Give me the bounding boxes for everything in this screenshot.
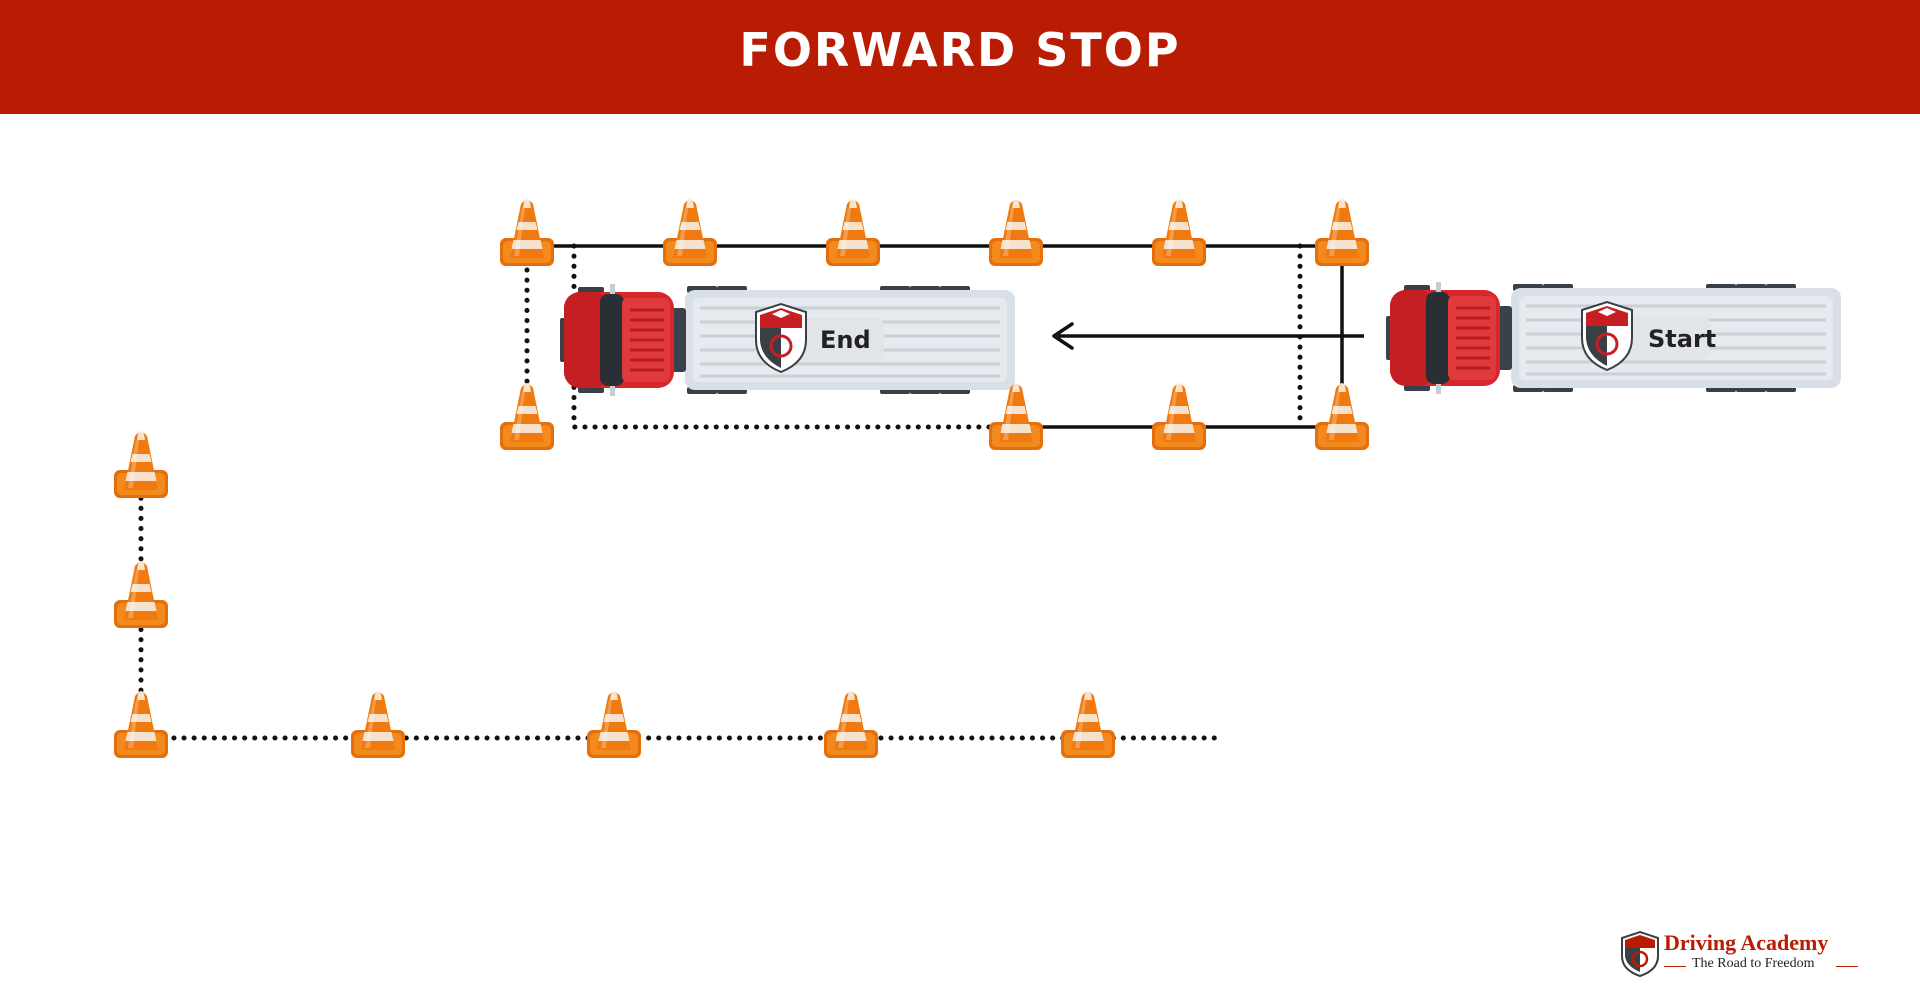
traffic-cone-icon xyxy=(500,383,554,450)
traffic-cone-icon xyxy=(1152,383,1206,450)
driving-academy-logo: Driving Academy The Road to Freedom xyxy=(1620,926,1910,982)
logo-tagline-row: The Road to Freedom xyxy=(1664,956,1904,976)
cones xyxy=(114,199,1369,758)
divider xyxy=(1836,966,1858,967)
traffic-cone-icon xyxy=(663,199,717,266)
page-title: FORWARD STOP xyxy=(739,23,1181,77)
traffic-cone-icon xyxy=(1315,199,1369,266)
traffic-cone-icon xyxy=(500,199,554,266)
traffic-cone-icon xyxy=(1152,199,1206,266)
traffic-cone-icon xyxy=(114,561,168,628)
logo-tagline: The Road to Freedom xyxy=(1692,956,1815,971)
traffic-cone-icon xyxy=(989,383,1043,450)
traffic-cone-icon xyxy=(824,691,878,758)
truck-start-label: Start xyxy=(1648,325,1716,353)
traffic-cone-icon xyxy=(826,199,880,266)
logo-name: Driving Academy xyxy=(1664,930,1829,955)
truck-end: End xyxy=(560,284,1015,396)
traffic-cone-icon xyxy=(587,691,641,758)
traffic-cone-icon xyxy=(351,691,405,758)
traffic-cone-icon xyxy=(1061,691,1115,758)
truck-start: Start xyxy=(1386,282,1841,394)
divider xyxy=(1664,966,1686,967)
truck-end-label: End xyxy=(820,326,871,354)
shield-icon xyxy=(1621,930,1659,978)
traffic-cone-icon xyxy=(114,431,168,498)
traffic-cone-icon xyxy=(989,199,1043,266)
traffic-cone-icon xyxy=(1315,383,1369,450)
direction-arrow xyxy=(1052,322,1364,350)
title-banner: FORWARD STOP xyxy=(0,0,1920,114)
traffic-cone-icon xyxy=(114,691,168,758)
